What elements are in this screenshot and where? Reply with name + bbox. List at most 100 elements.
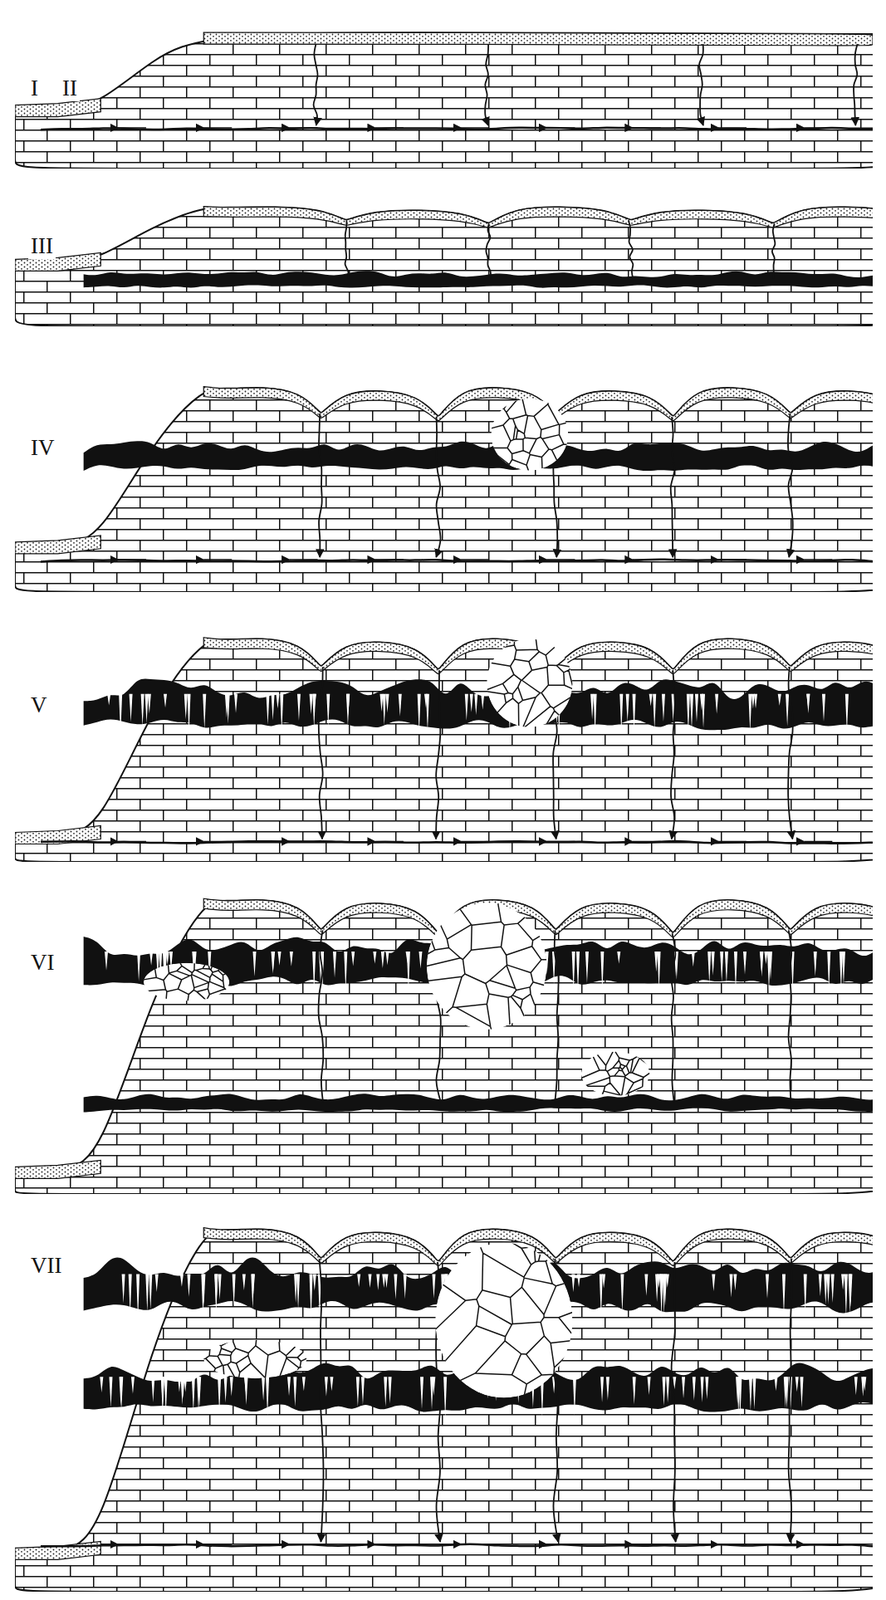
dripstone: [302, 1376, 306, 1391]
dripstone: [309, 694, 314, 715]
limestone-body: [14, 638, 873, 862]
dripstone: [326, 694, 330, 728]
dripstone: [848, 1274, 852, 1315]
flow-arrow: [289, 841, 319, 843]
flow-arrow: [546, 127, 575, 129]
dripstone: [232, 1274, 236, 1307]
flow-arrow: [460, 558, 490, 561]
flow-arrow: [718, 127, 747, 129]
flow-arrow: [203, 127, 232, 129]
dripstone: [386, 951, 390, 965]
flow-arrow: [632, 558, 661, 561]
dripstone: [293, 1376, 297, 1407]
dripstone: [218, 1274, 222, 1301]
dripstone: [619, 694, 623, 734]
stage-section: [14, 32, 886, 169]
stage-section: [14, 637, 886, 862]
flow-arrow: [546, 558, 575, 561]
limestone-body: [14, 206, 873, 327]
dripstone: [826, 1274, 830, 1305]
dripstone: [287, 1376, 291, 1396]
dripstone: [773, 1376, 778, 1391]
dripstone: [376, 1274, 380, 1291]
flow-arrow: [718, 841, 747, 843]
dripstone: [839, 951, 843, 993]
flow-arrow: [803, 558, 833, 561]
flow-arrow: [632, 127, 661, 129]
dripstone: [398, 694, 402, 717]
flow-arrow: [460, 1543, 490, 1546]
dripstone: [734, 951, 738, 991]
dripstone: [778, 694, 782, 706]
fissure: [485, 223, 491, 280]
flow-arrow: [632, 1543, 661, 1546]
cave-passage: [83, 270, 873, 288]
dripstone: [662, 1376, 666, 1406]
fissure: [788, 1258, 793, 1542]
fissure: [345, 220, 349, 280]
dripstone: [265, 694, 270, 725]
dripstone: [214, 1274, 218, 1313]
dripstone: [166, 951, 170, 965]
dripstone: [351, 951, 355, 966]
fissure: [628, 220, 634, 280]
dripstone: [384, 1274, 388, 1289]
dripstone: [271, 694, 275, 721]
limestone-body: [14, 900, 873, 1195]
dripstone: [700, 1376, 705, 1403]
dripstone: [108, 1376, 113, 1408]
cave-passage: [83, 440, 873, 471]
dripstone: [149, 951, 153, 966]
cave-passage: [83, 679, 873, 731]
dripstone: [571, 1274, 575, 1293]
dripstone: [576, 951, 580, 992]
dripstone: [186, 1274, 191, 1298]
dripstone: [763, 951, 768, 965]
dripstone: [312, 951, 316, 993]
dripstone: [785, 694, 789, 727]
flow-arrow: [375, 558, 404, 561]
dripstone: [626, 694, 630, 723]
stage-label: I: [28, 76, 41, 102]
dripstone: [690, 694, 694, 730]
dripstone: [343, 951, 348, 991]
dripstone: [443, 1376, 447, 1419]
valley-sediment: [14, 1160, 101, 1179]
stage-section: [14, 386, 886, 593]
dripstone: [822, 694, 826, 723]
flow-arrow: [460, 841, 490, 843]
dripstone: [250, 1274, 255, 1309]
dripstone: [253, 951, 257, 977]
dripstone: [782, 1274, 786, 1316]
dripstone: [719, 951, 724, 983]
dripstone: [119, 1376, 123, 1410]
dripstone: [751, 694, 755, 710]
dripstone: [823, 1274, 828, 1306]
dripstone: [729, 1274, 733, 1298]
flow-arrow: [203, 1543, 232, 1546]
dripstone: [137, 951, 141, 982]
dripstone: [753, 694, 758, 710]
collapse-breccia: [581, 1052, 651, 1097]
dripstone: [480, 694, 485, 710]
dripstone: [469, 694, 474, 713]
sediment-cover: [203, 32, 873, 46]
dripstone: [128, 1274, 133, 1317]
dripstone: [418, 951, 422, 969]
dripstone: [131, 1376, 135, 1395]
dripstone: [691, 951, 696, 967]
dripstone: [785, 1376, 789, 1409]
fissure: [853, 44, 858, 126]
dripstone: [107, 694, 111, 706]
dripstone: [197, 1376, 201, 1407]
dripstone: [748, 694, 752, 733]
flow-arrow: [375, 1543, 404, 1546]
fissure: [319, 1258, 324, 1542]
dripstone: [403, 1274, 407, 1300]
dripstone: [616, 951, 621, 965]
dripstone: [145, 1274, 149, 1312]
stage-label: VII: [28, 1253, 64, 1279]
dripstone: [244, 1376, 248, 1392]
dripstone: [593, 694, 598, 735]
dripstone: [181, 1376, 185, 1405]
